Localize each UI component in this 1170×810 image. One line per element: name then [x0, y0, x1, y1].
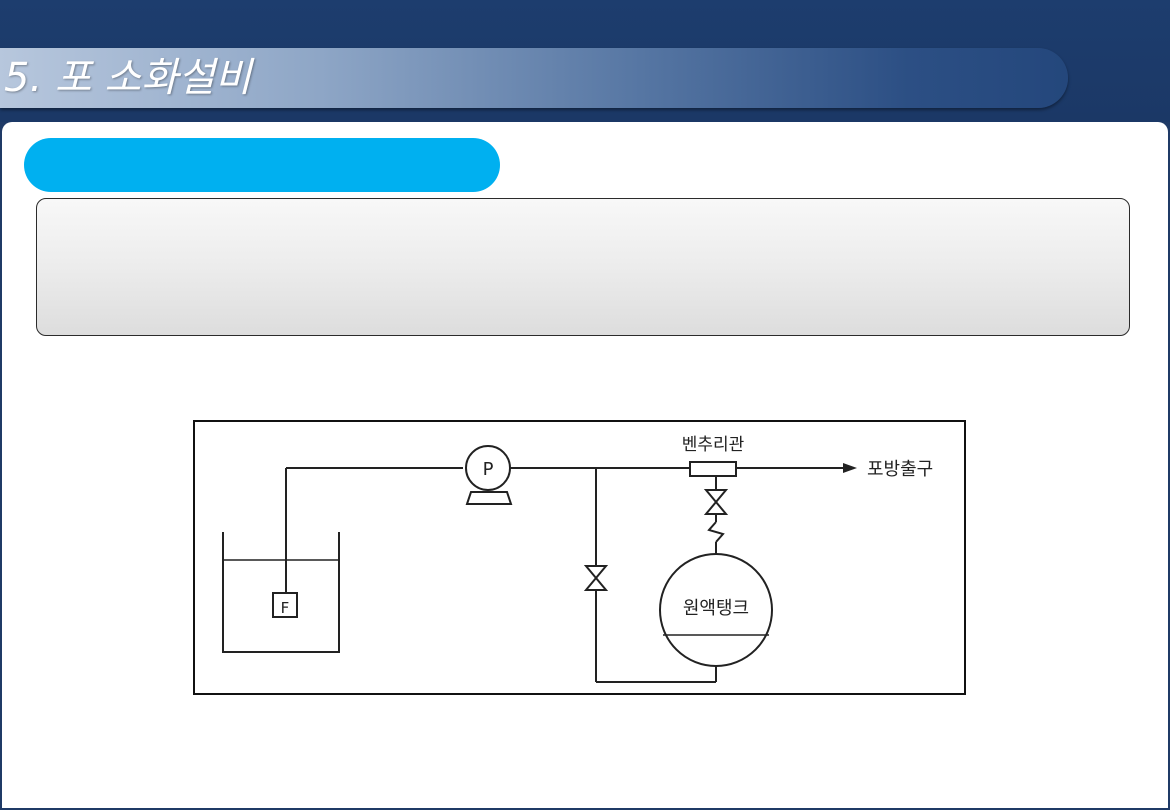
water-reservoir	[222, 532, 340, 653]
foot-valve	[272, 592, 298, 618]
check-valve	[707, 521, 725, 543]
diagram-svg: P F 벤추리관 포방출구 원액탱크	[222, 435, 933, 683]
title-bar	[0, 48, 1068, 108]
foot-valve-label: F	[281, 599, 290, 617]
text-box	[36, 198, 1130, 336]
page-title: 5. 포 소화설비	[4, 55, 252, 101]
outlet-arrow-icon	[843, 463, 857, 473]
foam-system-diagram: P F 벤추리관 포방출구 원액탱크	[193, 420, 966, 695]
pump-base	[465, 491, 513, 505]
pump-label: P	[483, 459, 494, 480]
tank-label: 원액탱크	[683, 598, 749, 619]
outlet-label: 포방출구	[867, 459, 933, 480]
bypass-valve	[583, 565, 609, 591]
venturi-line-valve	[703, 489, 729, 515]
venturi-label: 벤추리관	[682, 435, 745, 455]
section-heading-pill	[24, 138, 500, 192]
venturi-tube	[689, 461, 737, 477]
